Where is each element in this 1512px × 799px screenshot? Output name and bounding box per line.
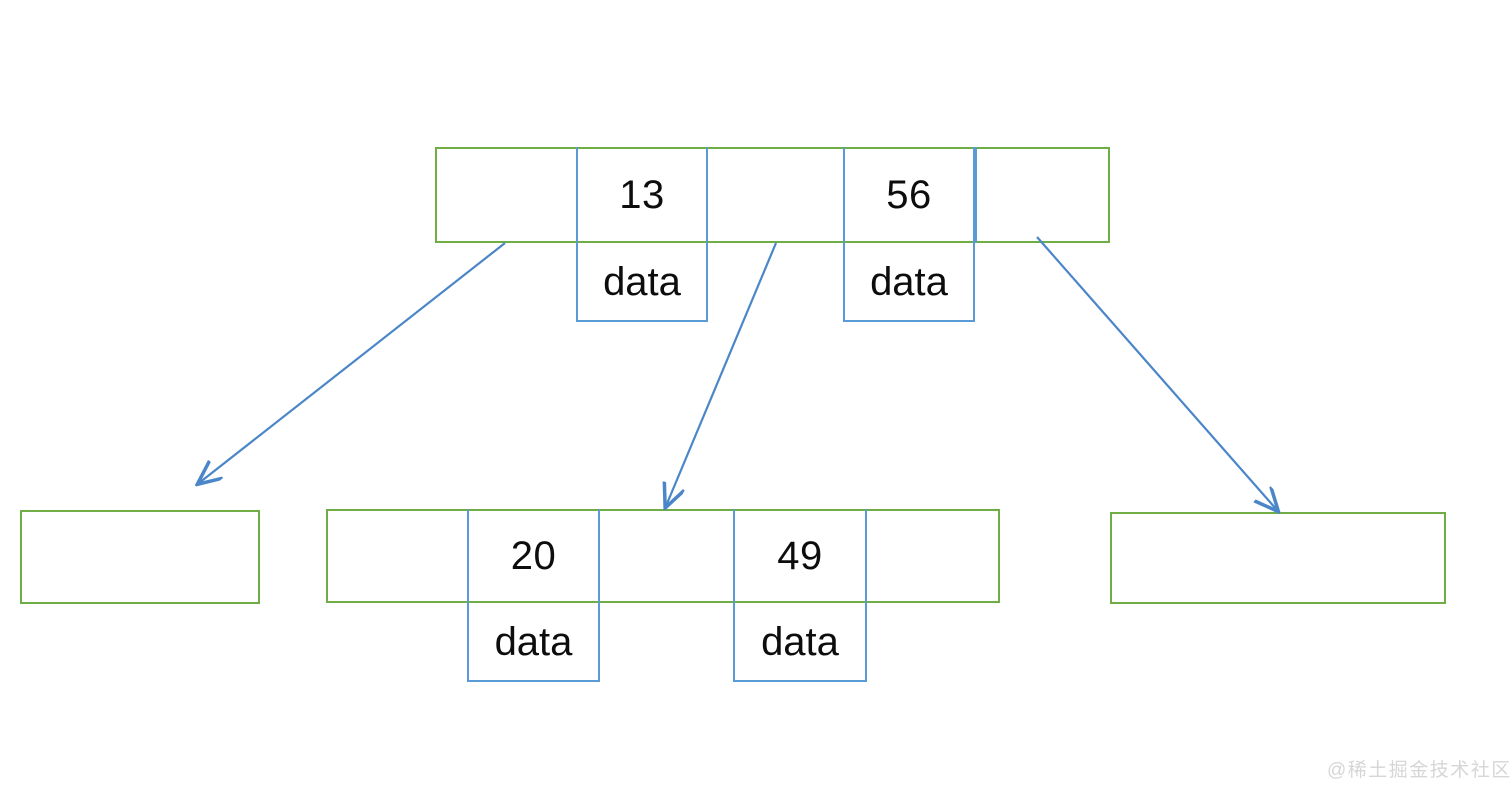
root-key-cell-1[interactable]: 56 xyxy=(843,147,975,243)
root-key-label-0: 13 xyxy=(619,173,665,217)
root-pointer-separator-2 xyxy=(975,147,977,243)
root-key-label-1: 56 xyxy=(886,173,932,217)
edge-root-to-right xyxy=(1036,236,1277,510)
leaf-left[interactable] xyxy=(20,510,260,604)
leaf-middle-key-label-0: 20 xyxy=(510,534,557,578)
leaf-middle-key-cell-1[interactable]: 49 xyxy=(733,509,867,603)
root-data-cell-1[interactable]: data xyxy=(843,243,975,322)
leaf-middle[interactable] xyxy=(326,509,1000,603)
leaf-middle-data-label-1: data xyxy=(761,619,839,664)
root-data-cell-0[interactable]: data xyxy=(576,243,708,322)
leaf-middle-data-label-0: data xyxy=(494,619,573,664)
leaf-middle-key-cell-0[interactable]: 20 xyxy=(467,509,600,603)
leaf-right[interactable] xyxy=(1110,512,1446,604)
leaf-middle-data-cell-1[interactable]: data xyxy=(733,603,867,682)
leaf-middle-data-cell-0[interactable]: data xyxy=(467,603,600,682)
root-data-label-0: data xyxy=(603,259,681,304)
leaf-middle-key-label-1: 49 xyxy=(777,534,823,578)
root-node[interactable] xyxy=(435,147,1110,243)
root-data-label-1: data xyxy=(870,259,948,304)
root-key-cell-0[interactable]: 13 xyxy=(576,147,708,243)
edge-root-to-left xyxy=(199,242,506,483)
watermark: @稀土掘金技术社区 xyxy=(1327,760,1512,781)
